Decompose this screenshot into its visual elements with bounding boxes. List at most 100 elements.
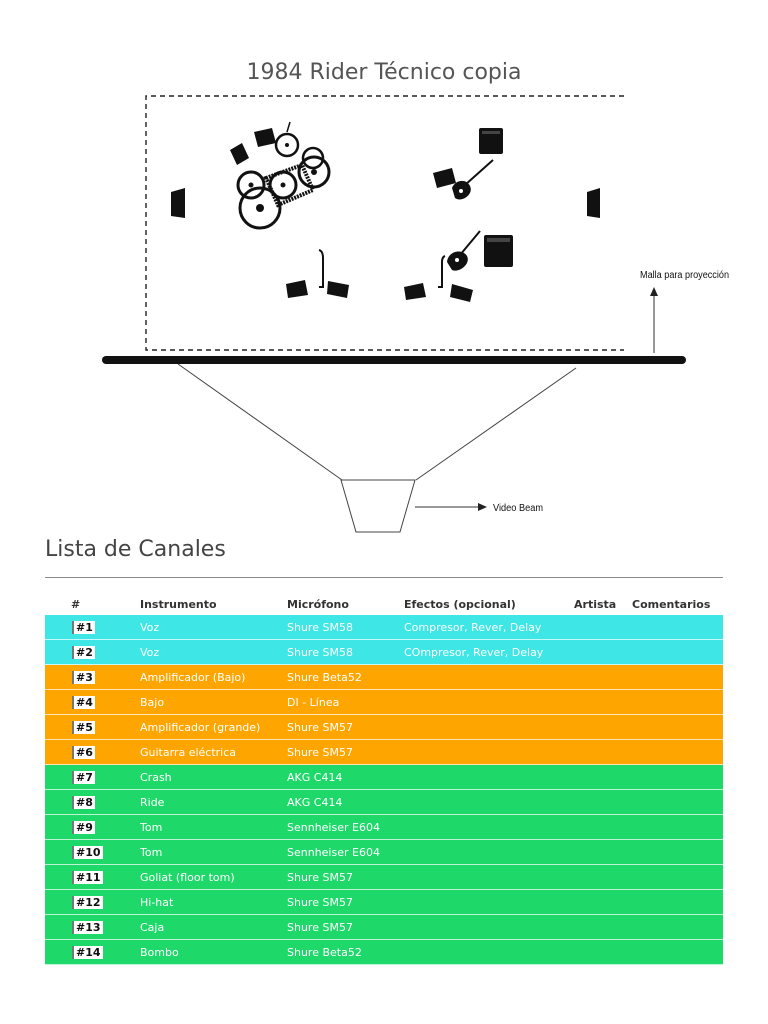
header-instrument: Instrumento	[140, 597, 217, 611]
channel-number: #2	[45, 639, 140, 665]
table-row: #11 Goliat (floor tom)Shure SM57	[45, 864, 723, 890]
instrument-cell: Goliat (floor tom)	[140, 864, 287, 890]
arrow-up-icon	[650, 287, 658, 296]
artist-cell	[574, 764, 632, 790]
guitar-amp-icon	[484, 235, 513, 267]
comments-cell	[632, 639, 723, 665]
effects-cell	[404, 789, 574, 815]
artist-cell	[574, 839, 632, 865]
comments-cell	[632, 664, 723, 690]
channel-number-badge: #13	[72, 920, 103, 934]
comments-cell	[632, 615, 723, 640]
channel-number-badge: #9	[72, 820, 95, 834]
artist-cell	[574, 664, 632, 690]
channel-number-badge: #1	[72, 620, 95, 634]
microphone-cell: Sennheiser E604	[287, 839, 404, 865]
arrow-right-icon	[478, 503, 487, 511]
channel-number-badge: #8	[72, 795, 95, 809]
microphone-cell: Shure SM57	[287, 889, 404, 915]
header-number: #	[71, 597, 81, 611]
effects-cell	[404, 739, 574, 765]
channel-number: #6	[45, 739, 140, 765]
effects-cell	[404, 764, 574, 790]
monitor-right-icon	[587, 188, 600, 218]
comments-cell	[632, 889, 723, 915]
microphone-cell: Sennheiser E604	[287, 814, 404, 840]
effects-cell	[404, 664, 574, 690]
comments-cell	[632, 839, 723, 865]
channel-number: #3	[45, 664, 140, 690]
comments-cell	[632, 814, 723, 840]
channel-table: # Instrumento Micrófono Efectos (opciona…	[45, 593, 723, 965]
comments-cell	[632, 764, 723, 790]
channel-number-badge: #11	[72, 870, 103, 884]
bass-amp-icon	[479, 128, 503, 154]
instrument-cell: Guitarra eléctrica	[140, 739, 287, 765]
microphone-cell: Shure SM58	[287, 639, 404, 665]
artist-cell	[574, 689, 632, 715]
channel-number: #13	[45, 914, 140, 940]
effects-cell	[404, 864, 574, 890]
effects-cell	[404, 714, 574, 740]
drum-kit-icon	[230, 121, 331, 230]
artist-cell	[574, 864, 632, 890]
vocal-mic-stand-2-icon	[404, 255, 473, 302]
instrument-cell: Caja	[140, 914, 287, 940]
artist-cell	[574, 789, 632, 815]
comments-cell	[632, 789, 723, 815]
channel-number: #12	[45, 889, 140, 915]
instrument-cell: Bombo	[140, 939, 287, 965]
instrument-cell: Hi-hat	[140, 889, 287, 915]
instrument-cell: Voz	[140, 639, 287, 665]
artist-cell	[574, 889, 632, 915]
effects-cell	[404, 839, 574, 865]
section-divider	[45, 577, 723, 578]
instrument-cell: Tom	[140, 814, 287, 840]
channel-number: #11	[45, 864, 140, 890]
artist-cell	[574, 914, 632, 940]
comments-cell	[632, 714, 723, 740]
microphone-cell: Shure SM57	[287, 864, 404, 890]
effects-cell: Compresor, Rever, Delay	[404, 615, 574, 640]
monitor-left-icon	[171, 188, 185, 218]
channel-number-badge: #3	[72, 670, 95, 684]
comments-cell	[632, 939, 723, 965]
instrument-cell: Tom	[140, 839, 287, 865]
stage-plot: Malla para proyección Video Beam	[102, 95, 729, 533]
comments-cell	[632, 689, 723, 715]
comments-cell	[632, 739, 723, 765]
microphone-cell: Shure Beta52	[287, 939, 404, 965]
effects-cell	[404, 914, 574, 940]
channel-number: #14	[45, 939, 140, 965]
microphone-cell: Shure Beta52	[287, 664, 404, 690]
header-artist: Artista	[574, 597, 617, 611]
instrument-cell: Crash	[140, 764, 287, 790]
effects-cell: COmpresor, Rever, Delay	[404, 639, 574, 665]
channel-number-badge: #4	[72, 695, 95, 709]
channel-number-badge: #14	[72, 945, 103, 959]
header-microphone: Micrófono	[287, 597, 349, 611]
channel-number-badge: #12	[72, 895, 103, 909]
artist-cell	[574, 939, 632, 965]
channel-number: #4	[45, 689, 140, 715]
table-header-row: # Instrumento Micrófono Efectos (opciona…	[45, 593, 723, 615]
header-comments: Comentarios	[632, 597, 711, 611]
channel-number-badge: #6	[72, 745, 95, 759]
microphone-cell: Shure SM58	[287, 615, 404, 640]
bass-guitar-icon	[452, 159, 494, 200]
instrument-cell: Ride	[140, 789, 287, 815]
channel-number-badge: #5	[72, 720, 95, 734]
projector-label: Video Beam	[493, 503, 543, 514]
microphone-cell: DI - Línea	[287, 689, 404, 715]
monitor-bass-icon	[433, 168, 456, 188]
screen-label: Malla para proyección	[640, 270, 729, 281]
